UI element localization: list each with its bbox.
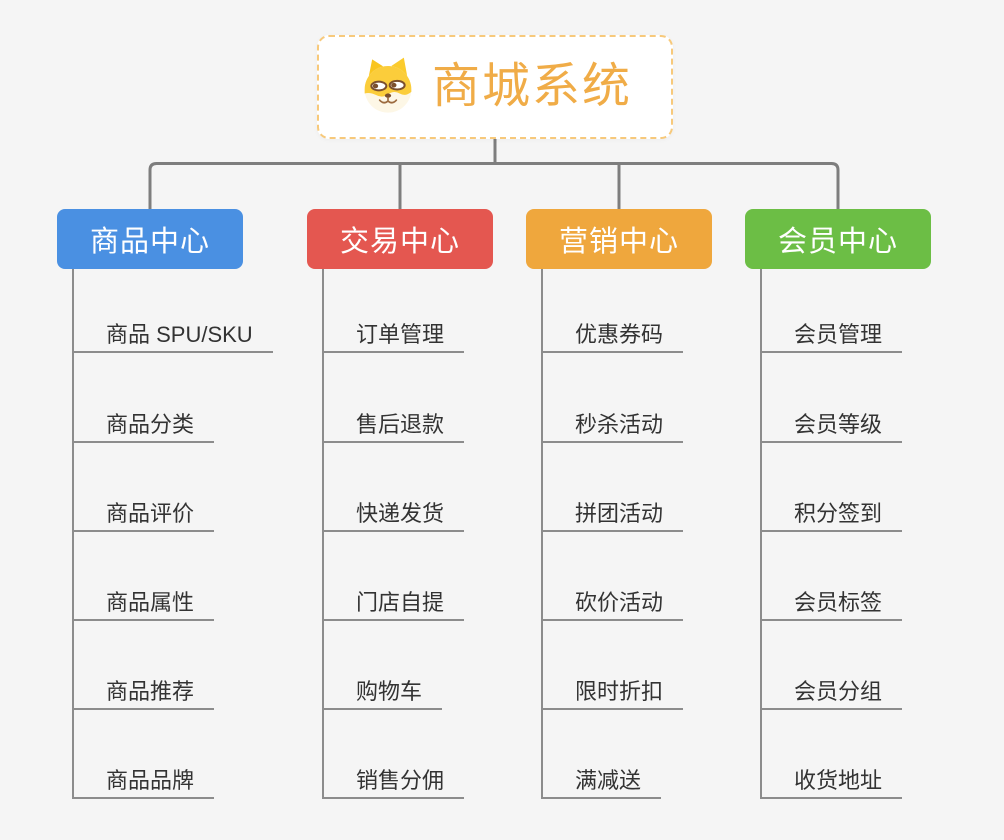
child-node-products-2[interactable]: 商品分类: [72, 403, 215, 443]
root-node-title: 商城系统: [431, 60, 632, 113]
child-node-label: 销售分佣: [356, 768, 445, 793]
doge-face-icon: [358, 55, 418, 117]
child-node-products-1[interactable]: 商品 SPU/SKU: [72, 313, 273, 353]
child-node-trade-6[interactable]: 销售分佣: [322, 759, 465, 799]
child-node-label: 商品 SPU/SKU: [106, 322, 253, 347]
child-node-marketing-3[interactable]: 拼团活动: [541, 492, 684, 532]
child-node-label: 会员等级: [794, 412, 883, 437]
child-node-members-3[interactable]: 积分签到: [760, 492, 903, 532]
branch-label: 商品中心: [89, 226, 210, 258]
child-node-marketing-4[interactable]: 砍价活动: [541, 581, 684, 621]
child-node-marketing-1[interactable]: 优惠券码: [541, 313, 684, 353]
child-node-members-2[interactable]: 会员等级: [760, 403, 903, 443]
child-node-marketing-6[interactable]: 满减送: [541, 759, 662, 799]
child-node-label: 秒杀活动: [575, 412, 664, 437]
child-node-products-4[interactable]: 商品属性: [72, 581, 215, 621]
child-node-label: 商品分类: [106, 412, 195, 437]
branch-column-line: [760, 269, 762, 799]
child-node-members-5[interactable]: 会员分组: [760, 670, 903, 710]
child-node-trade-1[interactable]: 订单管理: [322, 313, 465, 353]
child-node-trade-3[interactable]: 快递发货: [322, 492, 465, 532]
child-node-marketing-2[interactable]: 秒杀活动: [541, 403, 684, 443]
child-node-label: 拼团活动: [575, 501, 664, 526]
child-node-products-3[interactable]: 商品评价: [72, 492, 215, 532]
child-node-label: 商品推荐: [106, 679, 195, 704]
child-node-label: 砍价活动: [575, 590, 664, 615]
branch-node-marketing[interactable]: 营销中心: [526, 209, 712, 269]
child-node-label: 快递发货: [356, 501, 445, 526]
branch-node-trade[interactable]: 交易中心: [307, 209, 493, 269]
child-node-label: 优惠券码: [575, 322, 664, 347]
branch-label: 交易中心: [339, 226, 460, 258]
child-node-trade-5[interactable]: 购物车: [322, 670, 443, 710]
child-node-label: 商品评价: [106, 501, 195, 526]
child-node-label: 限时折扣: [575, 679, 664, 704]
child-node-members-6[interactable]: 收货地址: [760, 759, 903, 799]
child-node-label: 订单管理: [356, 322, 445, 347]
child-node-products-5[interactable]: 商品推荐: [72, 670, 215, 710]
branch-node-members[interactable]: 会员中心: [745, 209, 931, 269]
child-node-trade-2[interactable]: 售后退款: [322, 403, 465, 443]
child-node-label: 积分签到: [794, 501, 883, 526]
child-node-label: 售后退款: [356, 412, 445, 437]
branch-node-products[interactable]: 商品中心: [57, 209, 243, 269]
child-node-label: 门店自提: [356, 590, 445, 615]
child-node-marketing-5[interactable]: 限时折扣: [541, 670, 684, 710]
child-node-trade-4[interactable]: 门店自提: [322, 581, 465, 621]
child-node-products-6[interactable]: 商品品牌: [72, 759, 215, 799]
branch-label: 会员中心: [777, 226, 898, 258]
child-node-members-1[interactable]: 会员管理: [760, 313, 903, 353]
child-node-label: 会员分组: [794, 679, 883, 704]
child-node-label: 满减送: [575, 768, 642, 793]
branch-column-line: [322, 269, 324, 799]
child-node-label: 会员标签: [794, 590, 883, 615]
child-node-label: 商品属性: [106, 590, 195, 615]
branch-column-line: [72, 269, 74, 799]
child-node-label: 商品品牌: [106, 768, 195, 793]
child-node-label: 会员管理: [794, 322, 883, 347]
branch-column-line: [541, 269, 543, 799]
branch-label: 营销中心: [558, 226, 679, 258]
child-node-label: 收货地址: [794, 768, 883, 793]
child-node-label: 购物车: [356, 679, 423, 704]
root-node-mall-system[interactable]: 商城系统: [317, 35, 673, 139]
child-node-members-4[interactable]: 会员标签: [760, 581, 903, 621]
